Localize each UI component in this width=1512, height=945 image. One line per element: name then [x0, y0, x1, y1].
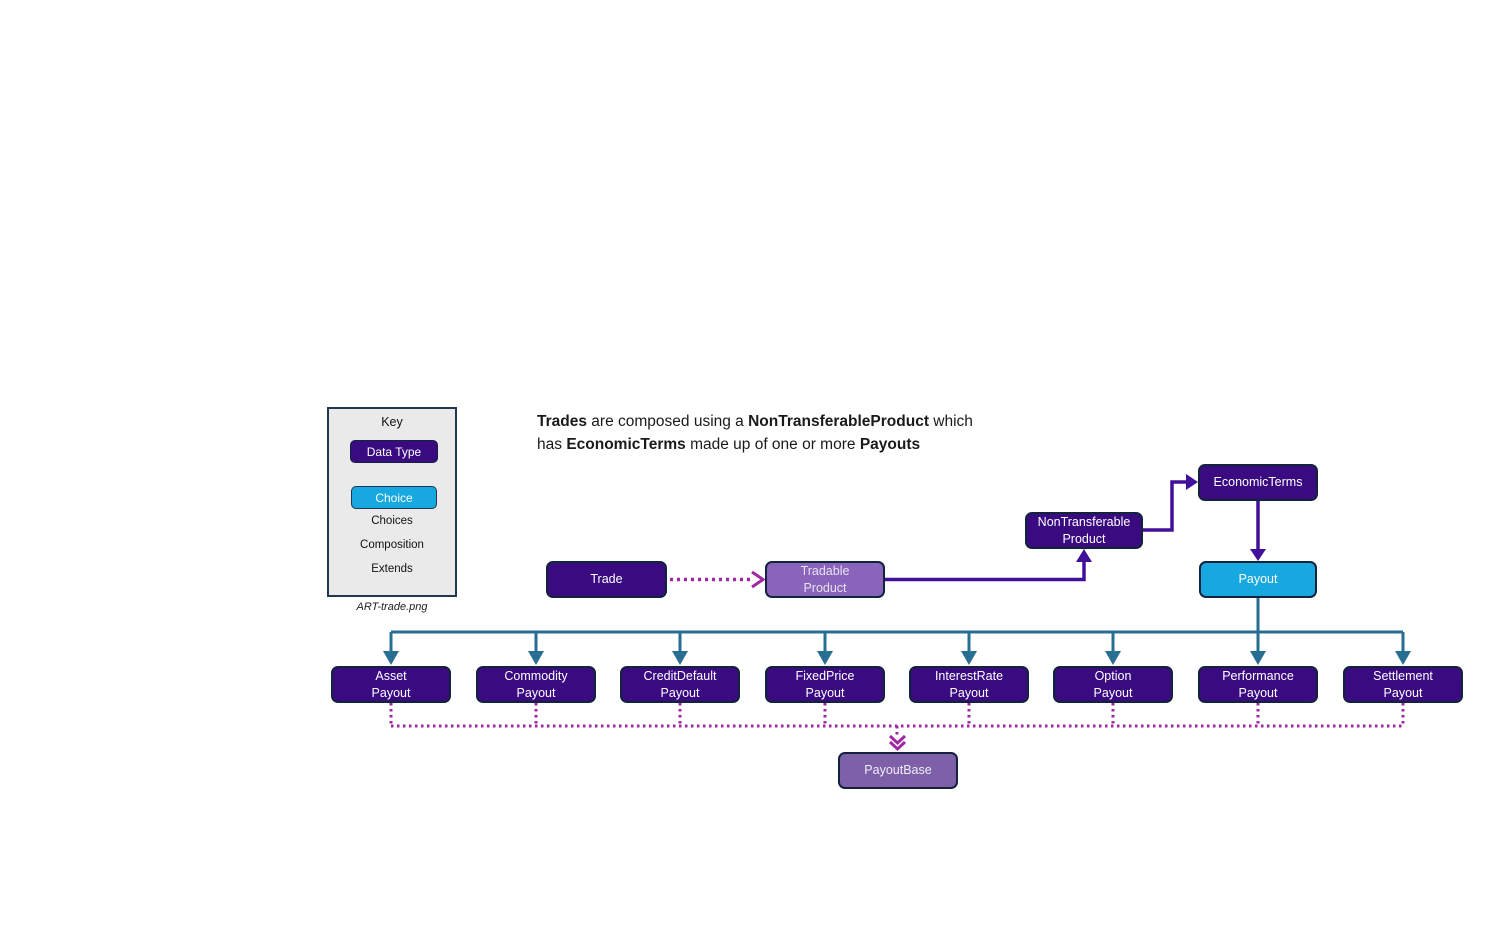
node-option-payout: Option Payout — [1053, 666, 1173, 703]
node-tradable-product: Tradable Product — [765, 561, 885, 598]
node-payout: Payout — [1199, 561, 1317, 598]
connector-tradable-product-composition-nontransferable — [885, 549, 1092, 582]
node-interestrate-payout: InterestRate Payout — [909, 666, 1029, 703]
node-commodity-payout: Commodity Payout — [476, 666, 596, 703]
node-fixedprice-payout: FixedPrice Payout — [765, 666, 885, 703]
key-choices-label: Choices — [371, 515, 413, 527]
key-composition-label: Composition — [360, 539, 424, 551]
connector-economicterms-composition-payout — [1250, 500, 1266, 561]
node-creditdefault-payout: CreditDefault Payout — [620, 666, 740, 703]
headline-line-2: has EconomicTerms made up of one or more… — [537, 433, 973, 456]
connector-payout-types-extends-payoutbase — [389, 703, 1405, 752]
headline-text: has — [537, 436, 567, 453]
headline-bold-nontransferableproduct: NonTransferableProduct — [748, 413, 929, 430]
node-performance-payout: Performance Payout — [1198, 666, 1318, 703]
key-title: Key — [381, 415, 403, 429]
key-extends-label: Extends — [371, 563, 413, 575]
headline-text: are composed using a — [586, 413, 749, 430]
key-caption: ART-trade.png — [356, 601, 428, 613]
node-payoutbase: PayoutBase — [838, 752, 958, 789]
connector-trade-extends-tradable-product — [670, 570, 766, 589]
headline-bold-trades: Trades — [537, 413, 587, 430]
headline: Trades are composed using a NonTransfera… — [537, 410, 973, 456]
headline-text: made up of one or more — [685, 436, 860, 453]
headline-bold-economicterms: EconomicTerms — [566, 436, 686, 453]
node-settlement-payout: Settlement Payout — [1343, 666, 1463, 703]
node-nontransferable-product: NonTransferable Product — [1025, 512, 1143, 549]
node-economicterms: EconomicTerms — [1198, 464, 1318, 501]
key-datatype-sample: Data Type — [350, 440, 438, 463]
connector-nontransferable-composition-economicterms — [1143, 474, 1198, 532]
key-choice-sample: Choice — [351, 486, 437, 509]
headline-line-1: Trades are composed using a NonTransfera… — [537, 410, 973, 433]
headline-bold-payouts: Payouts — [859, 436, 921, 453]
key-panel: Key Data Type Choice Choices Composition… — [327, 407, 457, 597]
node-asset-payout: Asset Payout — [331, 666, 451, 703]
node-trade: Trade — [546, 561, 667, 598]
connector-payout-choices-tree — [383, 597, 1411, 665]
headline-text: which — [928, 413, 973, 430]
